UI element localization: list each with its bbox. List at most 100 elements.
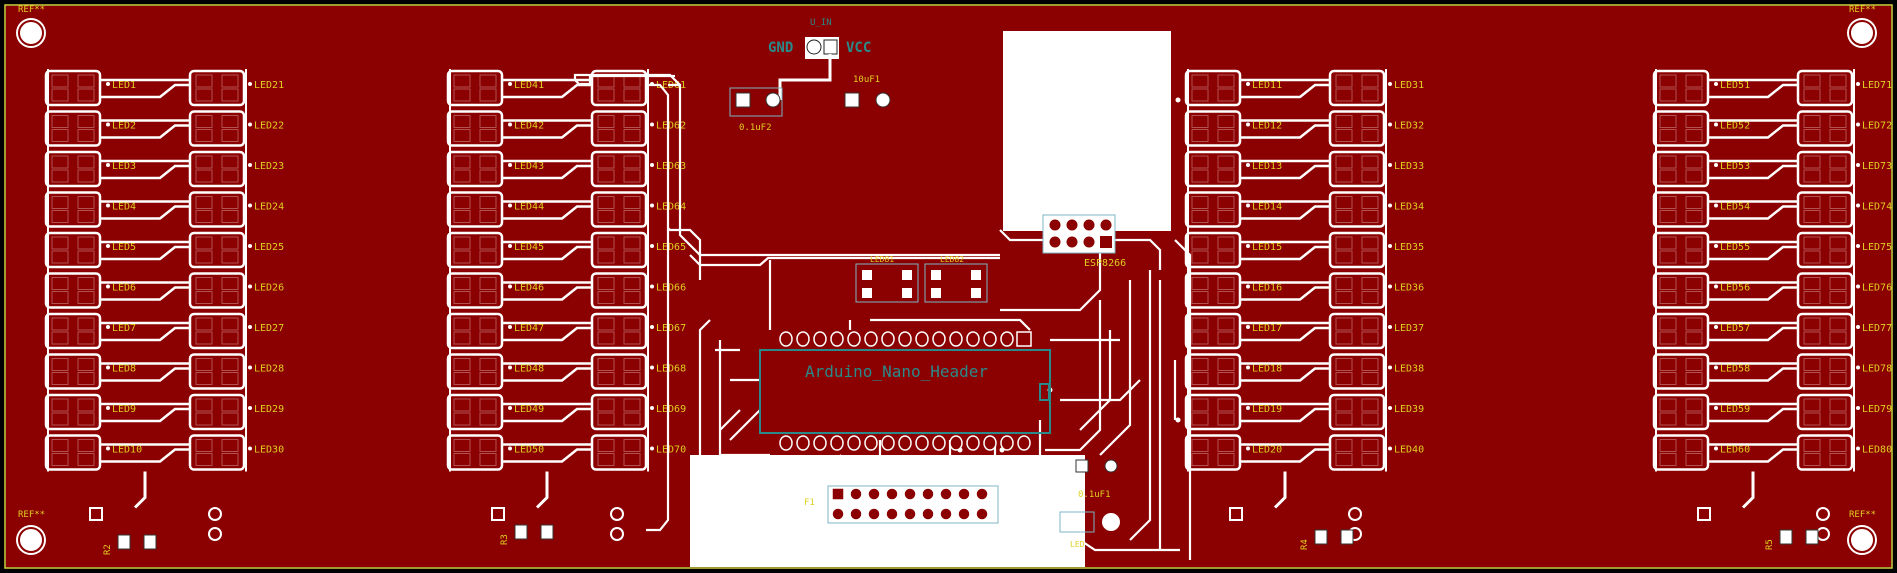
bottom-header[interactable]: F1 (804, 485, 999, 524)
capacitor-0-1uf1[interactable]: 0.1uF1 (1075, 459, 1118, 500)
arduino-nano-header[interactable]: Arduino_Nano_Header (759, 331, 1051, 451)
vcc-pad[interactable] (823, 39, 838, 55)
led-trace (100, 83, 190, 99)
center-led-label: LED81 (870, 255, 894, 264)
led-pad (623, 412, 641, 426)
led-pad (1361, 358, 1379, 371)
resistor-r3[interactable]: R3 (500, 524, 554, 545)
led-pad (221, 291, 239, 304)
resistor-pad (1314, 529, 1328, 545)
mounting-hole-bl[interactable]: REF** (16, 510, 46, 555)
led-label-right: LED73 (1862, 161, 1892, 172)
mounting-hole-br[interactable]: REF** (1847, 510, 1877, 555)
center-led-right[interactable]: LED82 (924, 255, 988, 303)
led-pad (597, 210, 615, 223)
capacitor-10uf1[interactable]: 10uF1 (844, 75, 891, 108)
led-pad (1659, 331, 1677, 345)
led-pad (77, 250, 95, 264)
led-pad (195, 74, 213, 88)
led-pad (1829, 412, 1847, 426)
led-pin1-marker (248, 163, 252, 167)
led-pad (1335, 372, 1353, 385)
led-pad (221, 331, 239, 345)
header-pin-square (831, 487, 845, 501)
copper-trace (667, 227, 702, 280)
led-pad (1829, 317, 1847, 331)
copper-trace (668, 83, 760, 257)
resistor-r4[interactable]: R4 (1300, 529, 1354, 550)
led-pad (1217, 291, 1235, 304)
led-trace (100, 448, 190, 463)
led-pad (1217, 115, 1235, 128)
led-label-left: LED13 (1252, 161, 1282, 172)
copper-trace (573, 73, 681, 86)
capacitor-0-1uf2[interactable]: 0.1uF2 (729, 87, 783, 133)
led-pad (195, 439, 213, 452)
led-footprint-right (1796, 393, 1854, 431)
arduino-pins-top (779, 331, 1032, 347)
center-pad-pair[interactable]: LED (1035, 511, 1120, 549)
led-pad (1685, 129, 1703, 142)
led-pad (1191, 291, 1209, 304)
resistor-r5[interactable]: R5 (1765, 529, 1819, 550)
gnd-pad[interactable] (806, 39, 822, 55)
mounting-hole-tl[interactable]: REF** (16, 5, 46, 48)
led-pin1-marker (1388, 163, 1392, 167)
esp8266-module[interactable]: ESP8266 (1042, 214, 1126, 269)
led-pad (51, 439, 69, 452)
led-pad (597, 331, 615, 345)
led-label-right: LED40 (1394, 445, 1424, 456)
mounting-hole-tr[interactable]: REF** (1847, 5, 1877, 48)
led-pin1-marker (1388, 325, 1392, 329)
center-led-left[interactable]: LED81 (855, 255, 919, 303)
led-footprint-right (1796, 150, 1854, 188)
resistor-r2[interactable]: R2 (103, 534, 157, 555)
led-pin1-marker (248, 244, 252, 248)
led-trace (502, 448, 592, 463)
led-pad (479, 115, 497, 128)
led-pad (1361, 236, 1379, 250)
power-connector[interactable]: U_IN GND VCC (768, 18, 871, 100)
